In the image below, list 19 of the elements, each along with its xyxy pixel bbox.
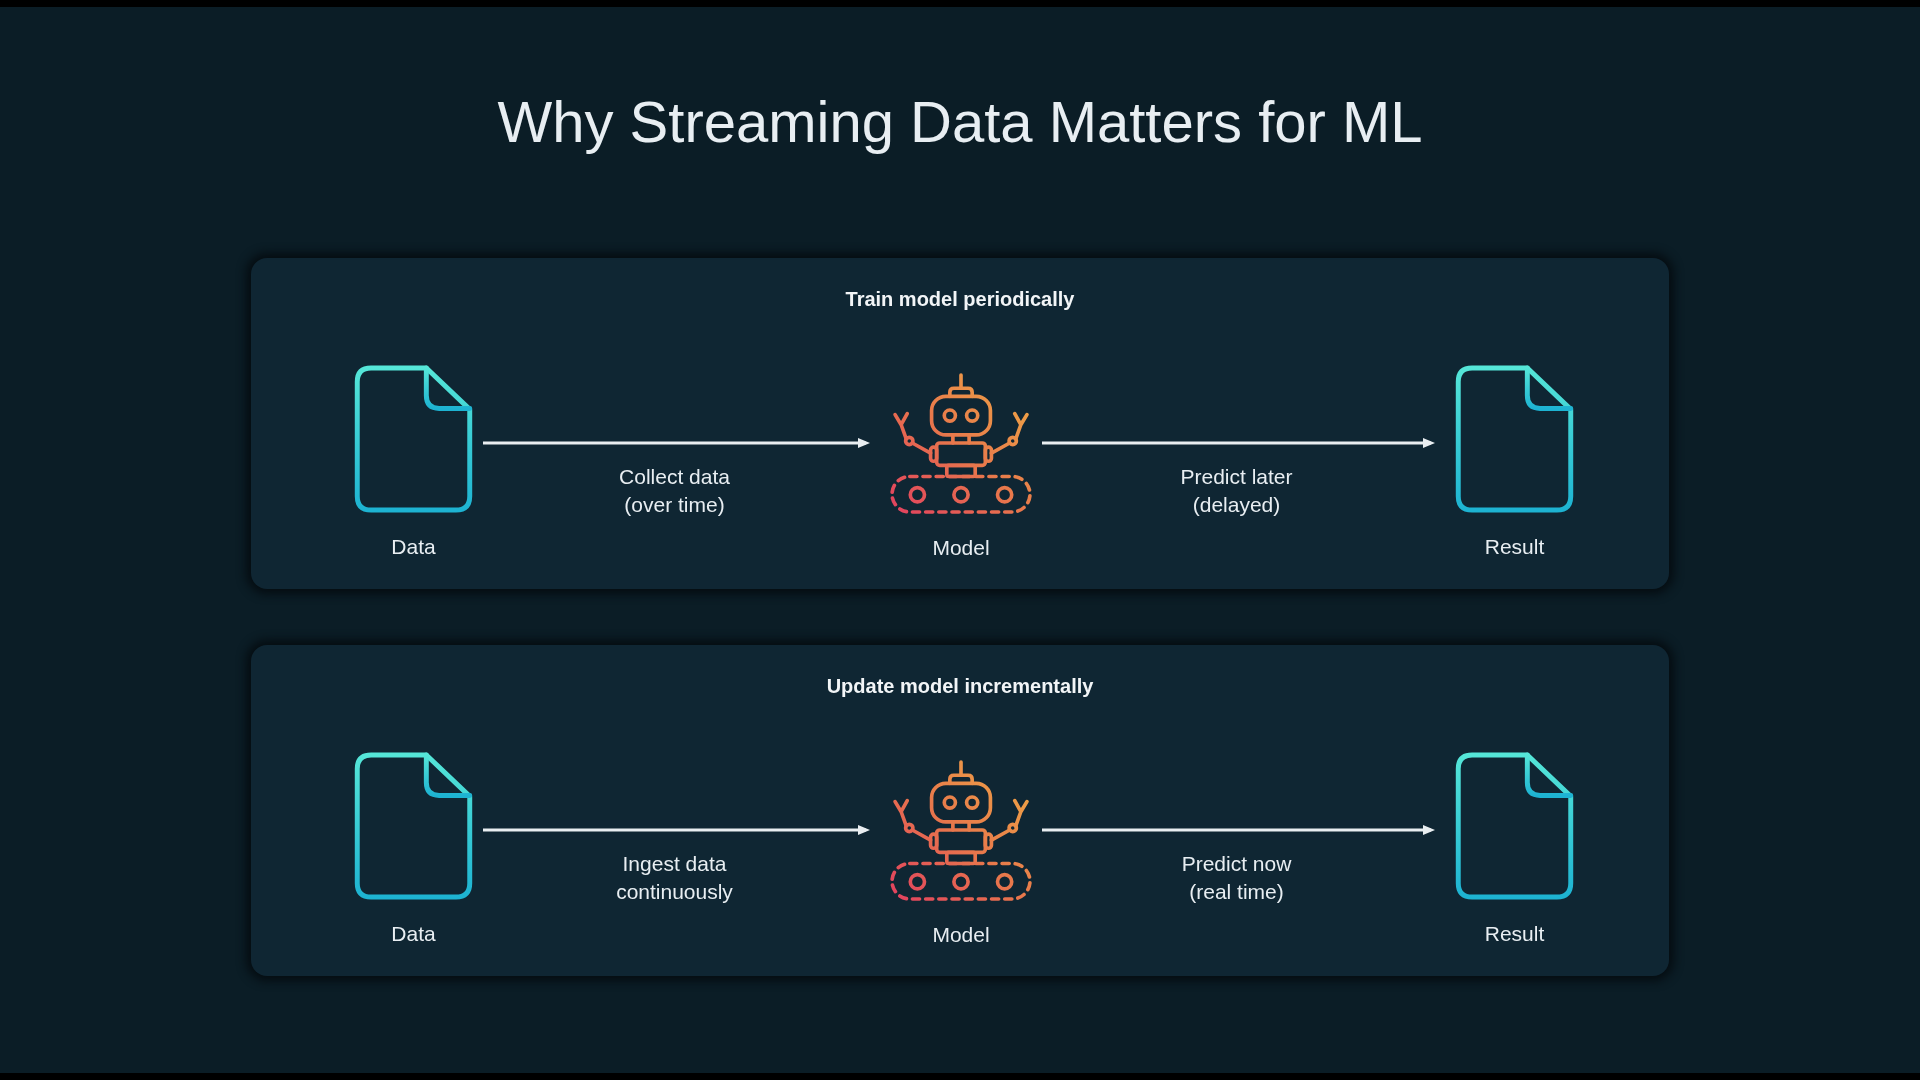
icon-label: Model [932, 922, 990, 948]
arrow [483, 825, 870, 835]
panel [251, 258, 1669, 589]
icon-label: Model [932, 535, 990, 561]
icon-label: Result [1484, 921, 1545, 947]
edge-label: Predict now (real time) [1181, 851, 1292, 905]
edge-label: Collect data (over time) [618, 464, 731, 518]
icon-label: Data [391, 921, 436, 947]
icon-label: Result [1484, 534, 1545, 560]
edge-label: Ingest data continuously [615, 851, 734, 905]
title: Why Streaming Data Matters for ML [497, 88, 1423, 156]
icon-label: Data [391, 534, 436, 560]
panel-heading: Train model periodically [845, 287, 1075, 312]
panel-heading: Update model incrementally [826, 674, 1094, 699]
arrow [1042, 438, 1435, 448]
arrow [483, 438, 870, 448]
arrow [1042, 825, 1435, 835]
edge-label: Predict later (delayed) [1179, 464, 1294, 518]
panel [251, 645, 1669, 976]
